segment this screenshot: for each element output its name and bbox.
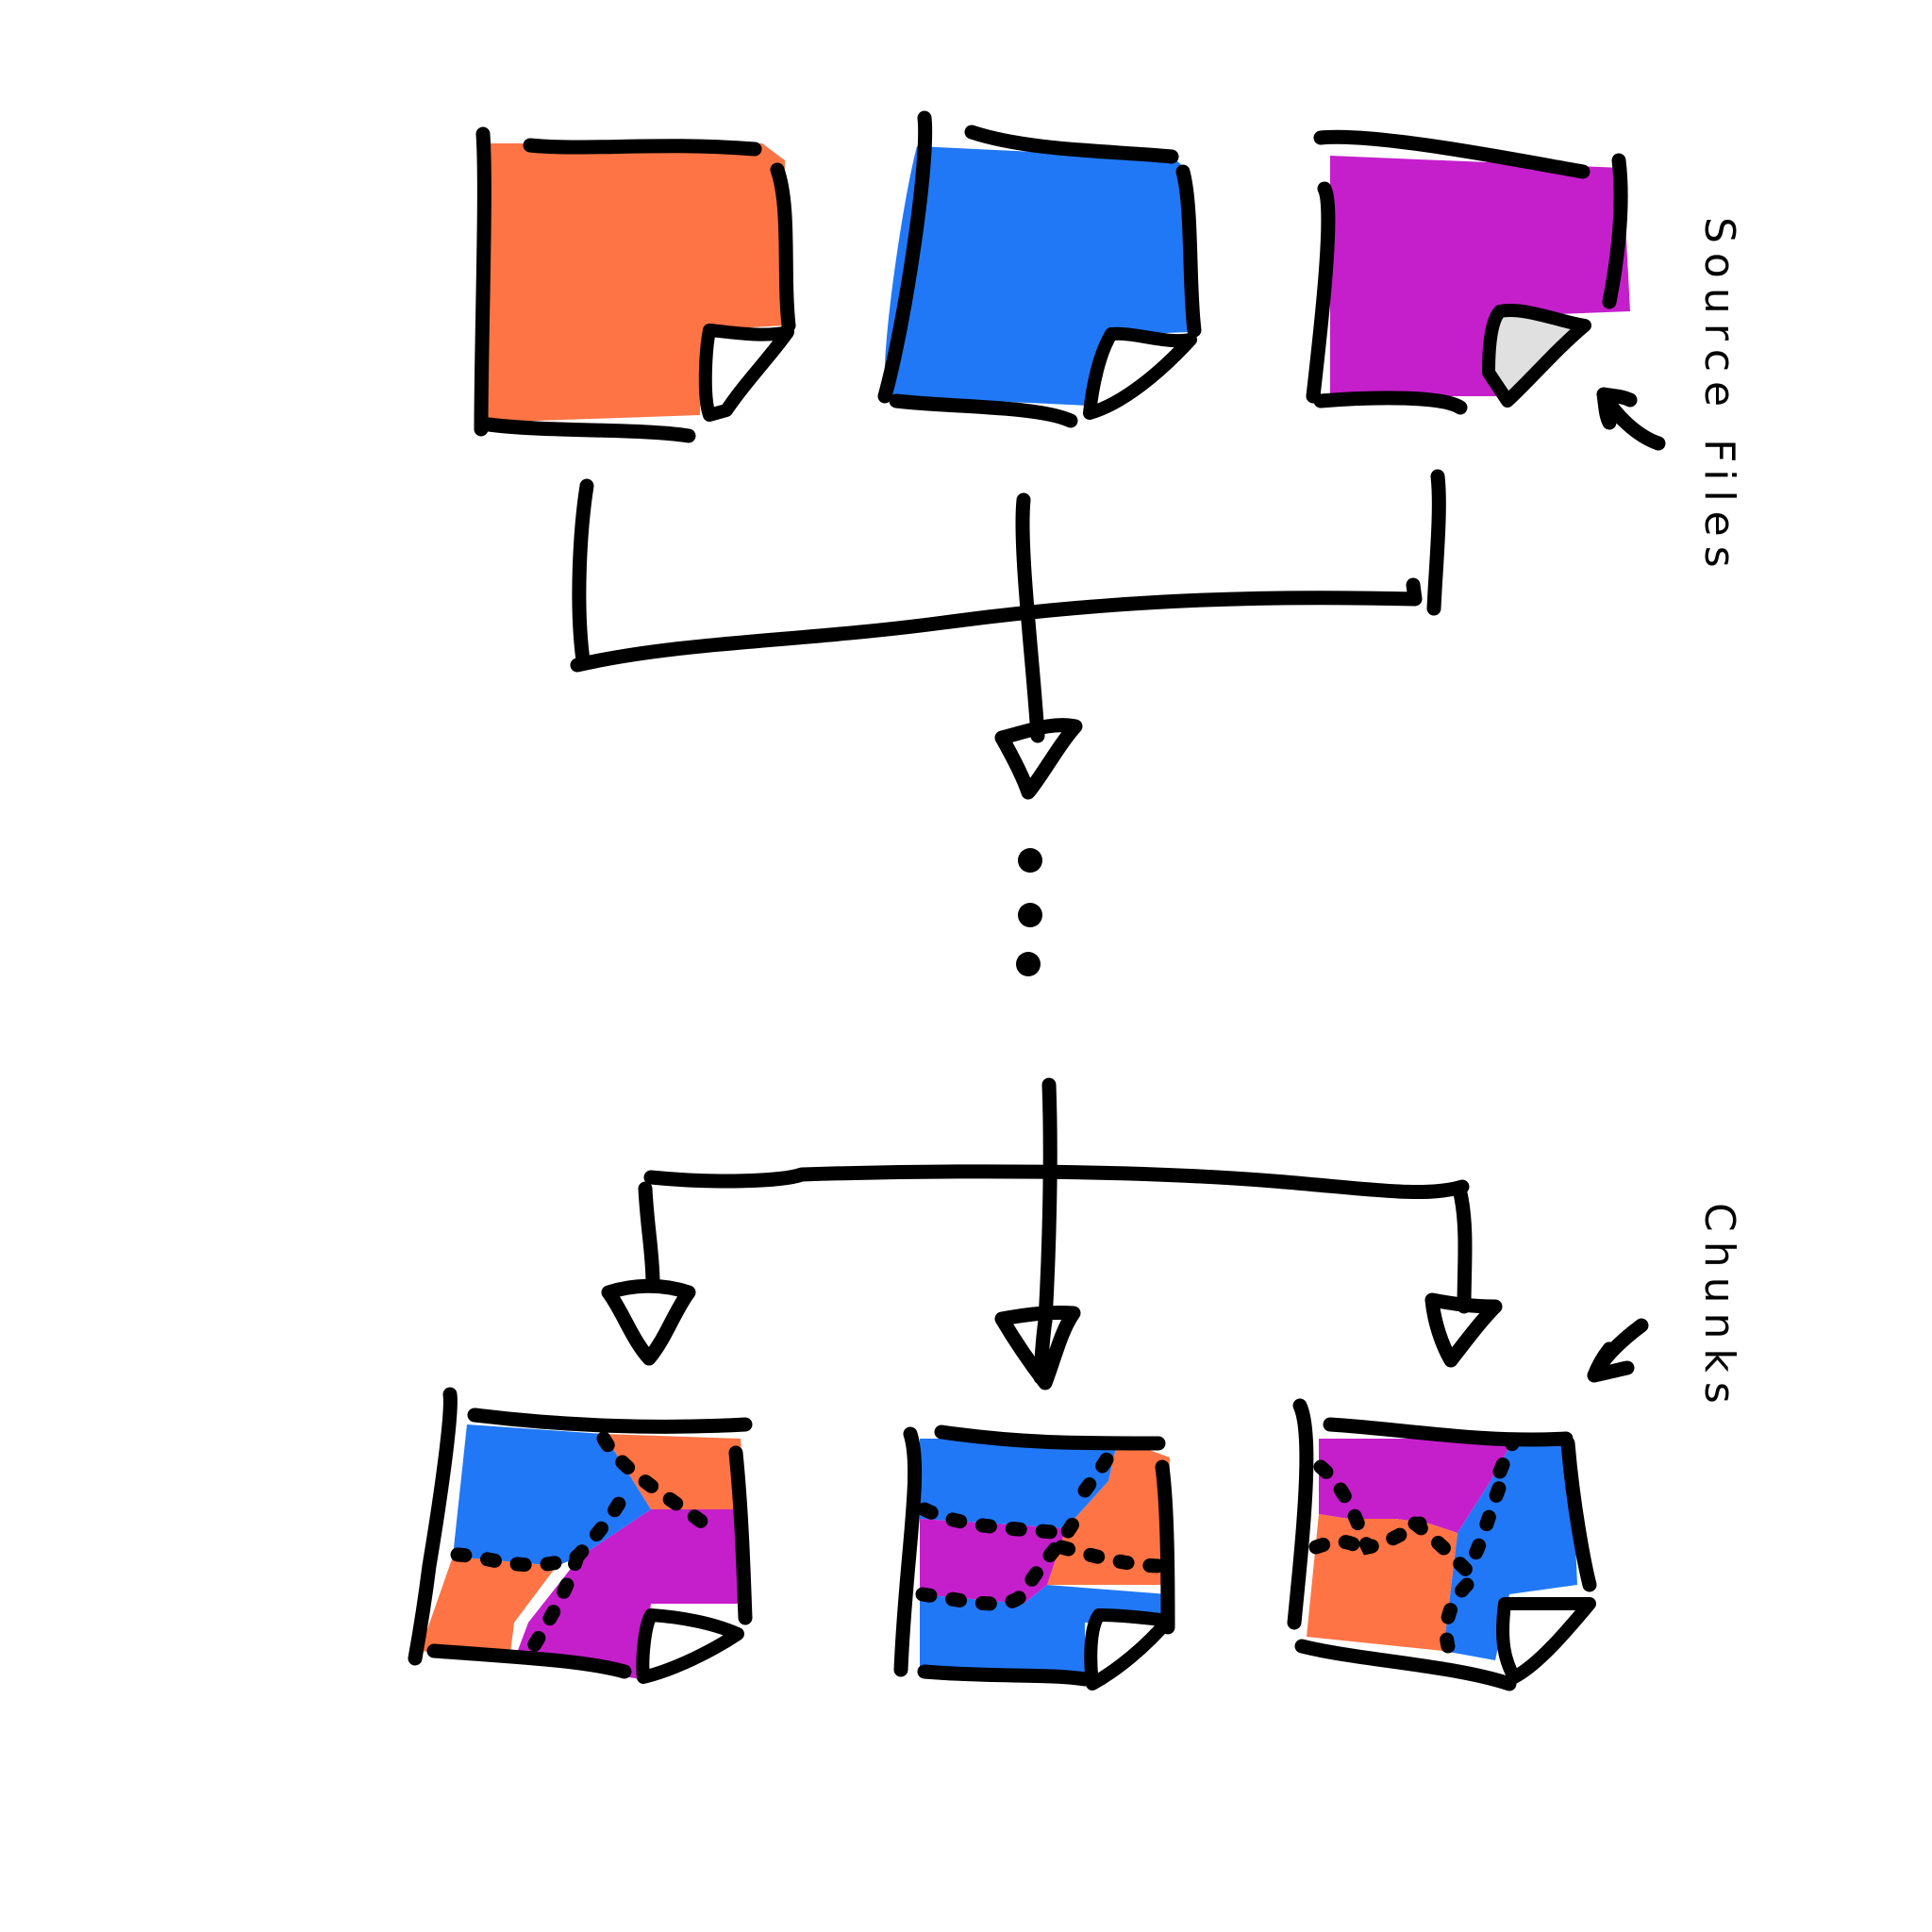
chunk-1-region-purple	[514, 1509, 747, 1679]
source-file-purple	[1306, 129, 1630, 415]
source-file-blue	[877, 110, 1202, 428]
document-icon	[1496, 1596, 1596, 1684]
document-icon	[1084, 1608, 1174, 1690]
down-arrow-icon	[601, 1278, 696, 1366]
merge-connector	[570, 469, 1446, 800]
source-files-label-text: Source Files	[1695, 217, 1743, 577]
chunk-2	[893, 1424, 1175, 1690]
chunk-2-region-orange	[1047, 1439, 1170, 1585]
ellipsis-dot	[1016, 952, 1041, 976]
source-file-orange-fill	[483, 143, 785, 423]
document-icon	[636, 1608, 744, 1684]
source-files-label: Source Files	[1596, 217, 1743, 577]
chunks-pointer-icon	[1587, 1318, 1649, 1383]
split-connector	[601, 1077, 1503, 1391]
document-icon	[1083, 326, 1197, 420]
source-file-purple-fill	[1330, 156, 1630, 396]
chunk-3	[1287, 1398, 1597, 1691]
chunk-1-region-orange	[420, 1434, 745, 1660]
down-arrow-icon	[994, 718, 1083, 800]
chunk-3-region-purple	[1319, 1439, 1514, 1533]
chunks-label-text: Chunks	[1695, 1203, 1743, 1413]
source-files-pointer-icon	[1596, 387, 1666, 451]
chunks-label: Chunks	[1587, 1203, 1743, 1413]
source-file-orange	[474, 126, 796, 443]
chunk-3-region-orange	[1307, 1514, 1457, 1651]
down-arrow-icon	[1424, 1292, 1503, 1368]
document-icon	[1482, 304, 1591, 408]
vertical-ellipsis-icon	[1016, 848, 1042, 976]
ellipsis-dot	[1018, 848, 1042, 873]
document-icon	[698, 324, 794, 422]
ellipsis-dot	[1018, 903, 1042, 927]
chunk-1	[408, 1387, 753, 1684]
chunk-3-region-blue	[1443, 1439, 1577, 1660]
source-file-blue-fill	[884, 146, 1191, 406]
down-arrow-icon	[994, 1305, 1081, 1391]
